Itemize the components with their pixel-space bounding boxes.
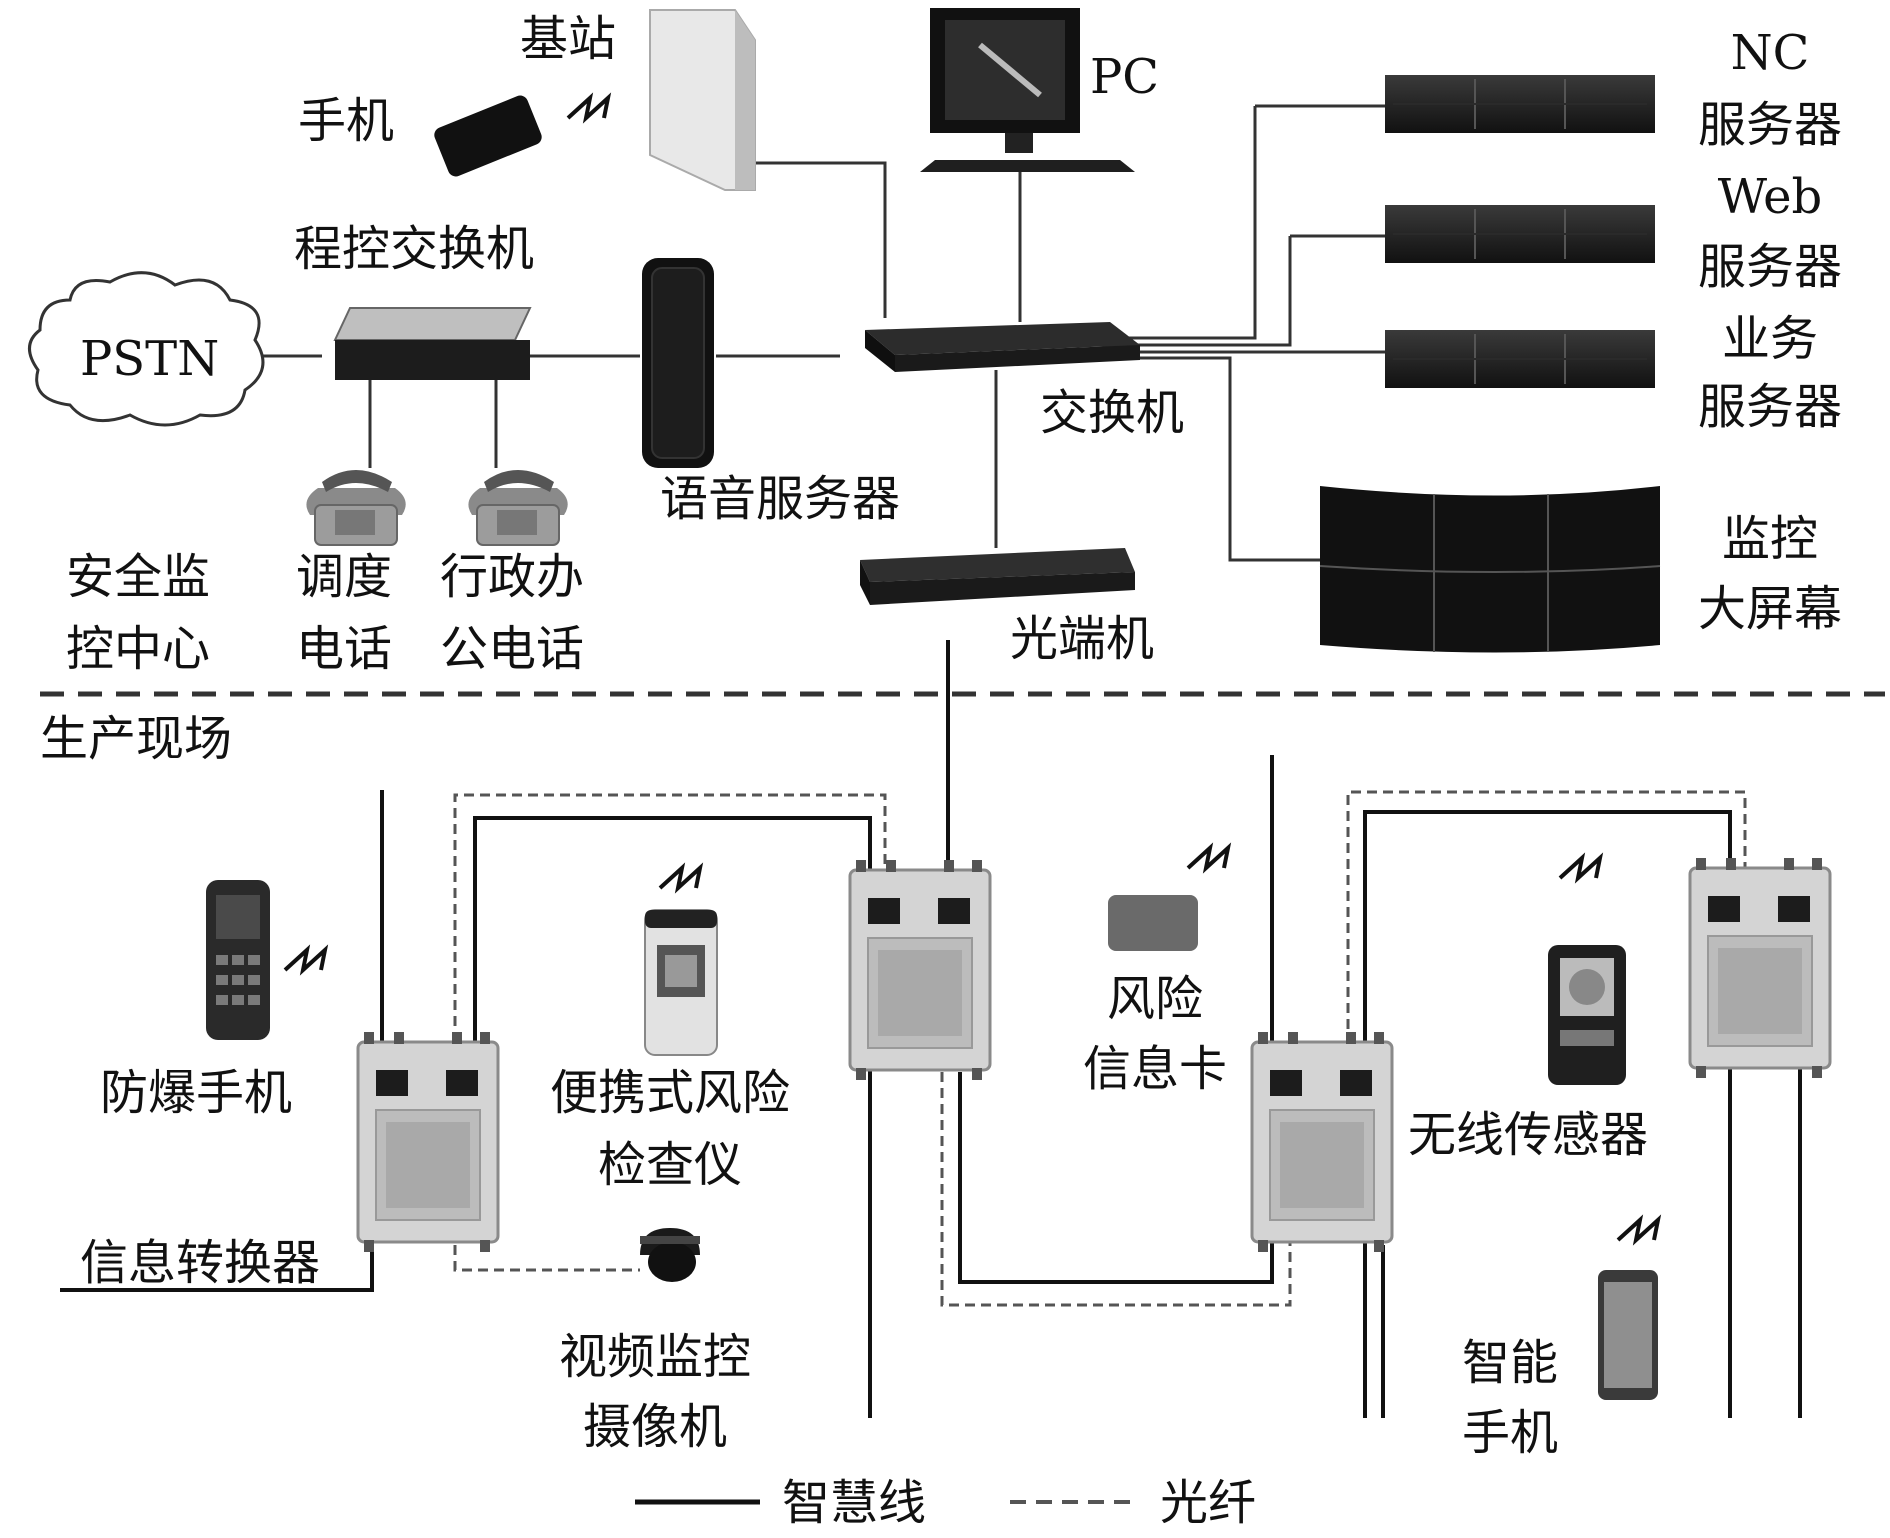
- smartphone-device: [1598, 1270, 1658, 1400]
- label-pbx: 程控交换机: [294, 221, 535, 277]
- label-production-site: 生产现场: [40, 711, 233, 767]
- label-web: Web: [1717, 169, 1823, 225]
- wireless-signal-icon: [1558, 856, 1602, 880]
- base-station-device: [649, 9, 756, 191]
- label-pc: PC: [1090, 49, 1160, 105]
- label-video-camera-2: 摄像机: [582, 1399, 727, 1455]
- legend-solid-label: 智慧线: [782, 1475, 927, 1531]
- office-phone-icon: [467, 469, 569, 546]
- label-monitor-screen-1: 监控: [1721, 511, 1818, 567]
- label-optical-terminal: 光端机: [1010, 611, 1155, 667]
- wireless-signal-icon: [283, 948, 327, 972]
- label-smartphone-1: 智能: [1461, 1335, 1558, 1391]
- label-portable-risk-checker-2: 检查仪: [597, 1137, 742, 1193]
- label-nc: NC: [1730, 25, 1810, 81]
- info-converter-2: [848, 858, 992, 1082]
- web-server-device: [1384, 204, 1656, 264]
- explosion-proof-phone-device: [206, 880, 270, 1040]
- legend-dashed-label: 光纤: [1160, 1475, 1257, 1531]
- pc-device: [920, 8, 1135, 172]
- label-risk-card-2: 信息卡: [1082, 1041, 1227, 1097]
- label-safety-center-1: 安全监: [66, 549, 211, 605]
- wireless-signal-icon: [1616, 1218, 1660, 1242]
- label-mobile-phone: 手机: [298, 93, 395, 149]
- top-connections: [248, 104, 1385, 562]
- dispatch-phone-icon: [305, 469, 407, 546]
- switch-device: [865, 322, 1140, 372]
- info-converter-3: [1250, 1030, 1394, 1254]
- business-server-device: [1384, 329, 1656, 389]
- video-camera-device: [640, 1228, 700, 1282]
- optical-terminal-device: [860, 548, 1135, 605]
- label-pstn: PSTN: [80, 331, 220, 387]
- label-portable-risk-checker-1: 便携式风险: [549, 1065, 790, 1121]
- risk-card-device: [1108, 895, 1198, 951]
- wireless-sensor-device: [1548, 945, 1626, 1085]
- label-monitor-screen-2: 大屏幕: [1697, 581, 1842, 637]
- label-office-phone-2: 公电话: [440, 621, 585, 677]
- wireless-signal-icon: [566, 96, 610, 120]
- label-risk-card-1: 风险: [1106, 971, 1203, 1027]
- label-dispatch-phone-2: 电话: [296, 621, 393, 677]
- label-wireless-sensor: 无线传感器: [1408, 1107, 1649, 1163]
- info-converter-4: [1688, 856, 1832, 1080]
- label-smartphone-2: 手机: [1461, 1405, 1558, 1461]
- portable-risk-checker-device: [644, 909, 718, 1056]
- label-nc-server: 服务器: [1697, 97, 1842, 153]
- pstn-cloud-shape: [28, 271, 265, 427]
- label-office-phone-1: 行政办: [440, 549, 585, 605]
- label-info-converter: 信息转换器: [80, 1235, 321, 1291]
- label-dispatch-phone-1: 调度: [296, 549, 393, 605]
- label-business-server: 服务器: [1697, 379, 1842, 435]
- label-safety-center-2: 控中心: [66, 621, 211, 677]
- label-base-station: 基站: [520, 11, 617, 67]
- info-converter-1: [356, 1030, 500, 1254]
- nc-server-device: [1384, 74, 1656, 134]
- pbx-device: [333, 307, 532, 380]
- label-voice-server: 语音服务器: [660, 471, 901, 527]
- mobile-phone-device: [434, 95, 542, 177]
- label-business: 业务: [1721, 311, 1818, 367]
- label-web-server: 服务器: [1697, 239, 1842, 295]
- optical-fiber-wiring: [453, 790, 1747, 1307]
- label-explosion-proof-phone: 防爆手机: [100, 1065, 293, 1121]
- label-video-camera-1: 视频监控: [558, 1329, 751, 1385]
- wireless-signal-icon: [658, 866, 702, 890]
- label-switch: 交换机: [1040, 385, 1185, 441]
- voice-server-device: [642, 258, 714, 468]
- monitor-screen-device: [1319, 486, 1661, 653]
- wireless-signal-icon: [1186, 846, 1230, 870]
